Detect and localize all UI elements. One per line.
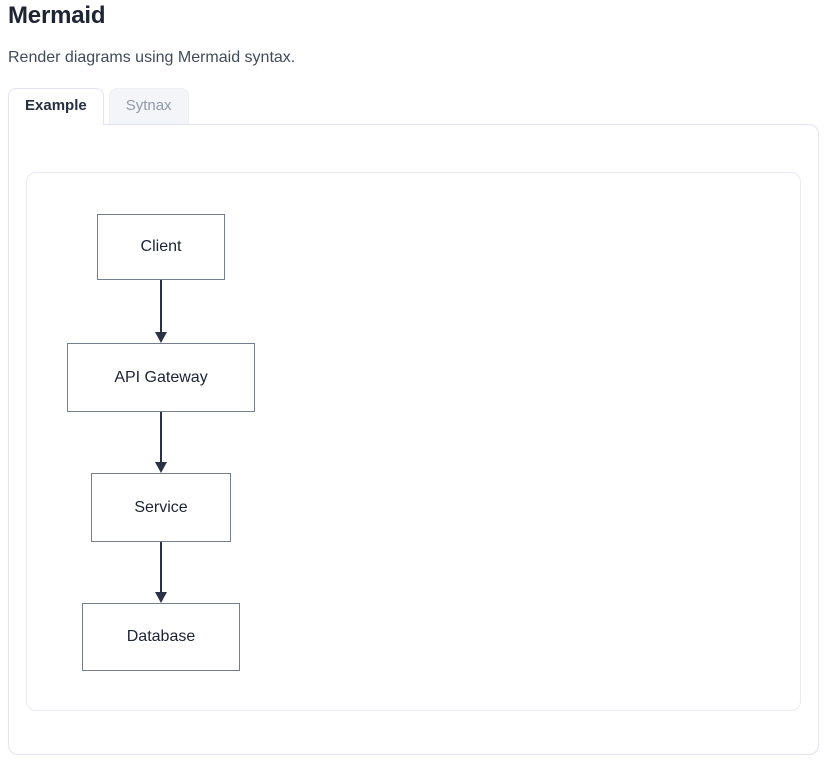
edge-api-gateway-to-service: [154, 412, 168, 473]
tab-content-panel: Client API Gateway Service Database: [8, 124, 819, 755]
edge-client-to-api-gateway: [154, 280, 168, 343]
diagram-card: Client API Gateway Service Database: [26, 172, 801, 711]
tab-bar: Example Sytnax: [8, 88, 189, 125]
diagram-node-database: Database: [82, 603, 240, 671]
diagram-node-service: Service: [91, 473, 231, 542]
tab-example[interactable]: Example: [8, 88, 104, 125]
diagram-node-api-gateway: API Gateway: [67, 343, 255, 412]
edge-line: [160, 280, 162, 338]
arrowhead-down-icon: [155, 332, 167, 343]
arrowhead-down-icon: [155, 592, 167, 603]
diagram-node-client: Client: [97, 214, 225, 280]
edge-service-to-database: [154, 542, 168, 603]
page-title: Mermaid: [8, 2, 106, 29]
edge-line: [160, 412, 162, 468]
tab-sytnax[interactable]: Sytnax: [108, 88, 189, 124]
page-subtitle: Render diagrams using Mermaid syntax.: [8, 49, 296, 66]
arrowhead-down-icon: [155, 462, 167, 473]
edge-line: [160, 542, 162, 598]
